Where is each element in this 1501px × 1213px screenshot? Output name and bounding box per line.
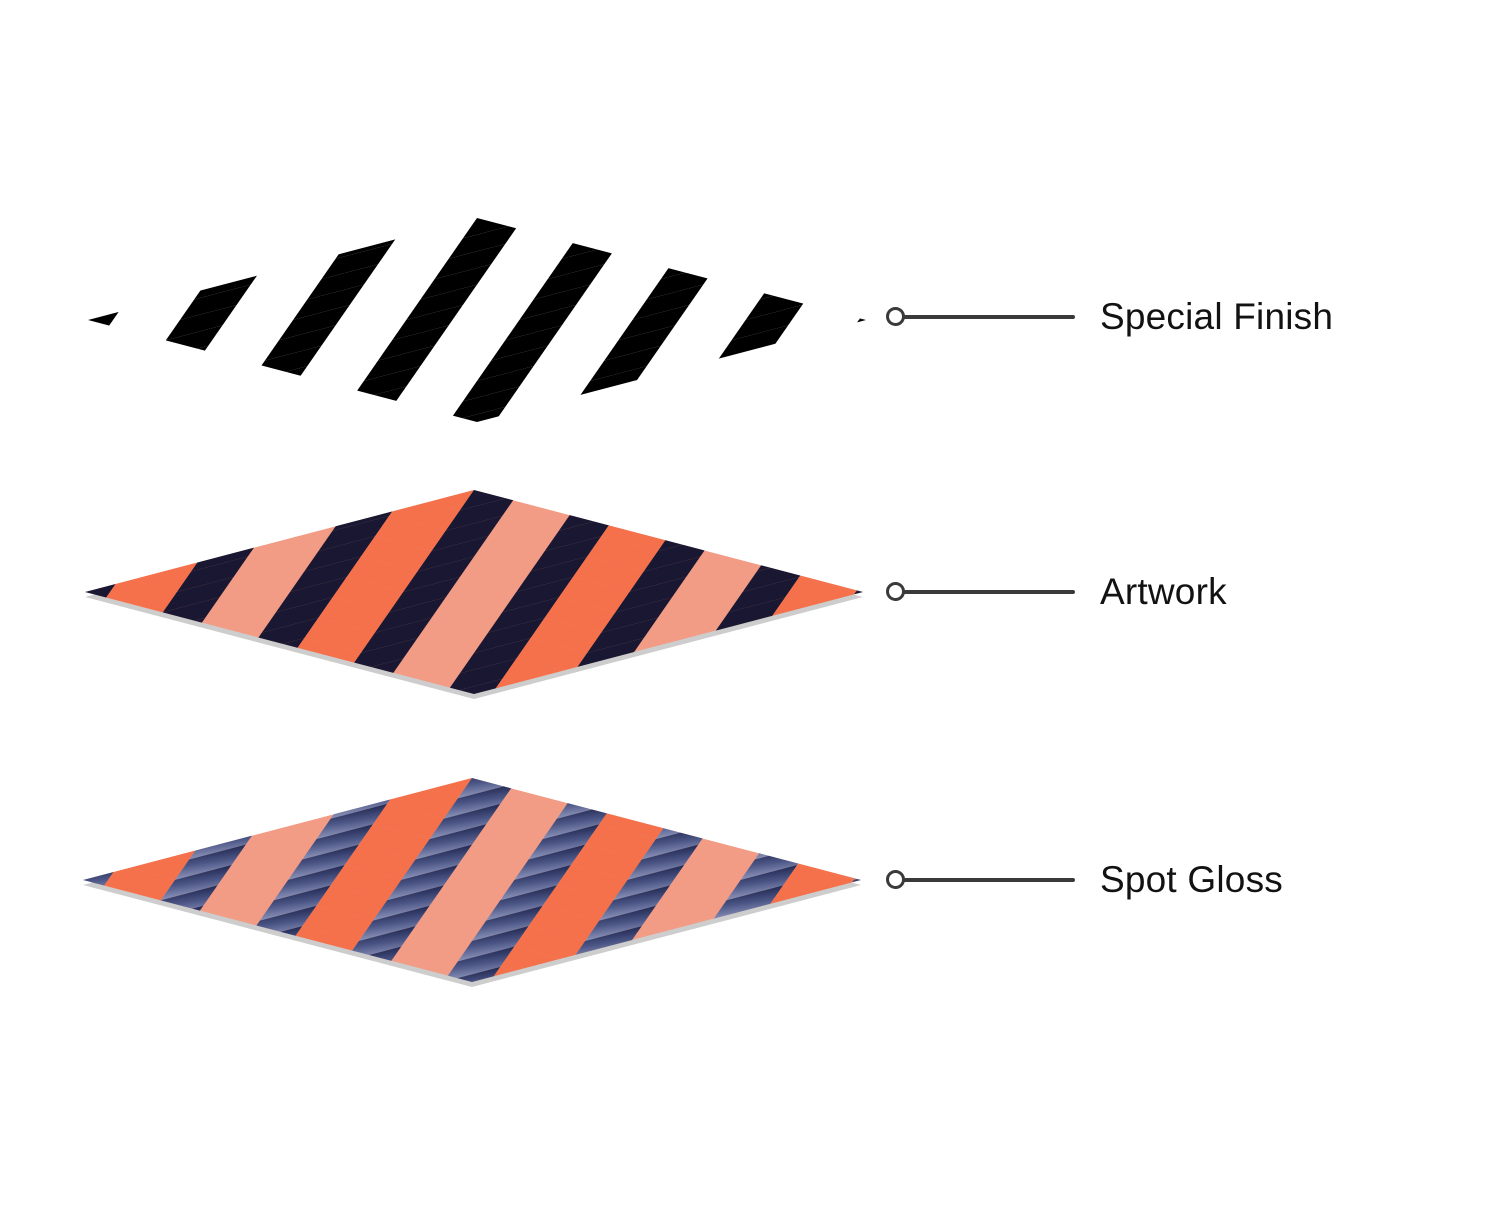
special-finish-pattern — [77, 210, 877, 430]
callout-line — [903, 315, 1075, 319]
spot-gloss-pattern — [72, 770, 872, 990]
artwork-svg — [85, 490, 863, 699]
layer-label-spot-gloss: Spot Gloss — [1100, 859, 1283, 900]
callout-line — [903, 878, 1075, 882]
layer-label-artwork: Artwork — [1100, 571, 1227, 612]
spot-gloss-svg — [83, 778, 861, 987]
artwork-pattern — [74, 482, 874, 702]
special-finish-svg — [88, 218, 866, 422]
callout-line — [903, 590, 1075, 594]
layer-label-special-finish: Special Finish — [1100, 296, 1334, 337]
